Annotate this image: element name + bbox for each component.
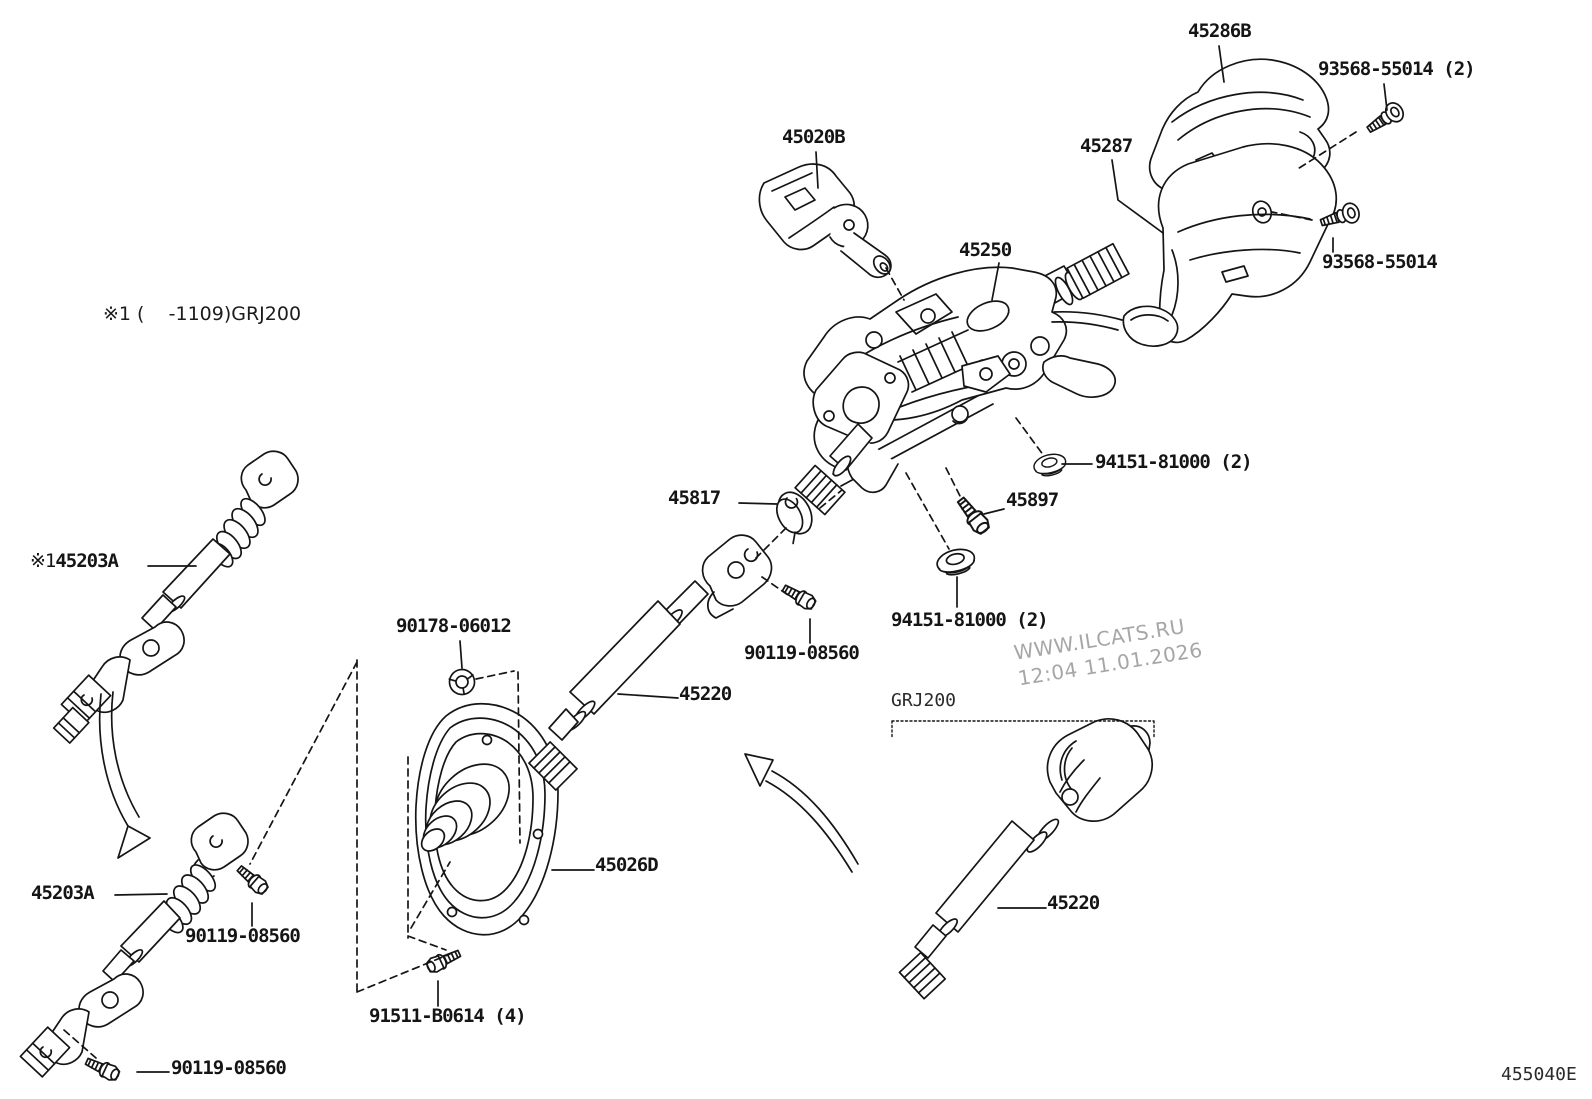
part-label-joint-bolt-lower-bottom: 90119-08560 [171, 1057, 287, 1079]
grommet-top-drawing [1031, 450, 1069, 480]
joint-bolt-lower-upper-drawing [233, 861, 272, 898]
applicability-note: ※1 ( -1109)GRJ200 [103, 303, 302, 325]
part-label-joint-bolt-center: 90119-08560 [744, 642, 860, 664]
dashed-lines [63, 131, 1357, 1059]
exploded-view-arrow-left [98, 691, 151, 859]
inter-shaft-center-drawing [528, 534, 773, 791]
part-label-lower-shaft: 45203A [31, 882, 95, 904]
lock-nut-drawing [446, 666, 478, 698]
cover-screw-upper-drawing [1362, 98, 1408, 139]
leader-lines [114, 45, 1388, 1073]
part-label-joint-bolt-lower-upper: 90119-08560 [185, 925, 301, 947]
part-label-grommet-bottom: 94151-81000 (2) [891, 609, 1049, 631]
part-label-screw-upper: 93568-55014 (2) [1318, 58, 1476, 80]
grj200-bracket-label: GRJ200 [891, 690, 957, 711]
part-label-variant-shaft: ※145203A [30, 550, 119, 572]
diagram-code: 455040E [1501, 1064, 1577, 1085]
variant-prefix: ※1 [30, 550, 56, 572]
part-label-upper-joint: 45020B [782, 126, 846, 148]
part-label-column-assy: 45250 [959, 239, 1012, 261]
part-label-screw-lower: 93568-55014 [1322, 251, 1438, 273]
upper-joint-drawing [758, 163, 892, 279]
grommet-bottom-drawing [933, 544, 979, 580]
part-label-lock-nut: 90178-06012 [396, 615, 512, 637]
exploded-view-arrow-right [744, 753, 859, 873]
lower-column-cover-drawing [1157, 142, 1338, 344]
part-label-inter-shaft-right: 45220 [1047, 892, 1100, 914]
part-label-upper-cover: 45286B [1188, 20, 1252, 42]
part-label-tilt-bolt: 45897 [1006, 489, 1059, 511]
grj200-bracket [891, 720, 1155, 740]
inter-shaft-right-drawing [898, 718, 1153, 1000]
plate-bolt-drawing [423, 945, 464, 976]
part-label-plate-bolt: 91511-B0614 (4) [369, 1005, 527, 1027]
joint-bolt-lower-bottom-drawing [82, 1053, 123, 1084]
lower-shaft-drawing [19, 812, 249, 1078]
part-label-lower-cover: 45287 [1080, 135, 1133, 157]
part-label-inter-shaft-center: 45220 [679, 683, 732, 705]
hole-cover-drawing [414, 702, 559, 936]
part-label-hole-cover: 45026D [595, 854, 659, 876]
part-label-grommet-top: 94151-81000 (2) [1095, 451, 1253, 473]
column-assy-drawing [794, 242, 1179, 516]
joint-bolt-center-drawing [779, 580, 819, 613]
tilt-bolt-drawing [952, 493, 993, 538]
variant-shaft-drawing [52, 450, 299, 744]
part-label-thrust-stopper: 45817 [668, 487, 721, 509]
thrust-stopper-drawing [775, 491, 813, 545]
